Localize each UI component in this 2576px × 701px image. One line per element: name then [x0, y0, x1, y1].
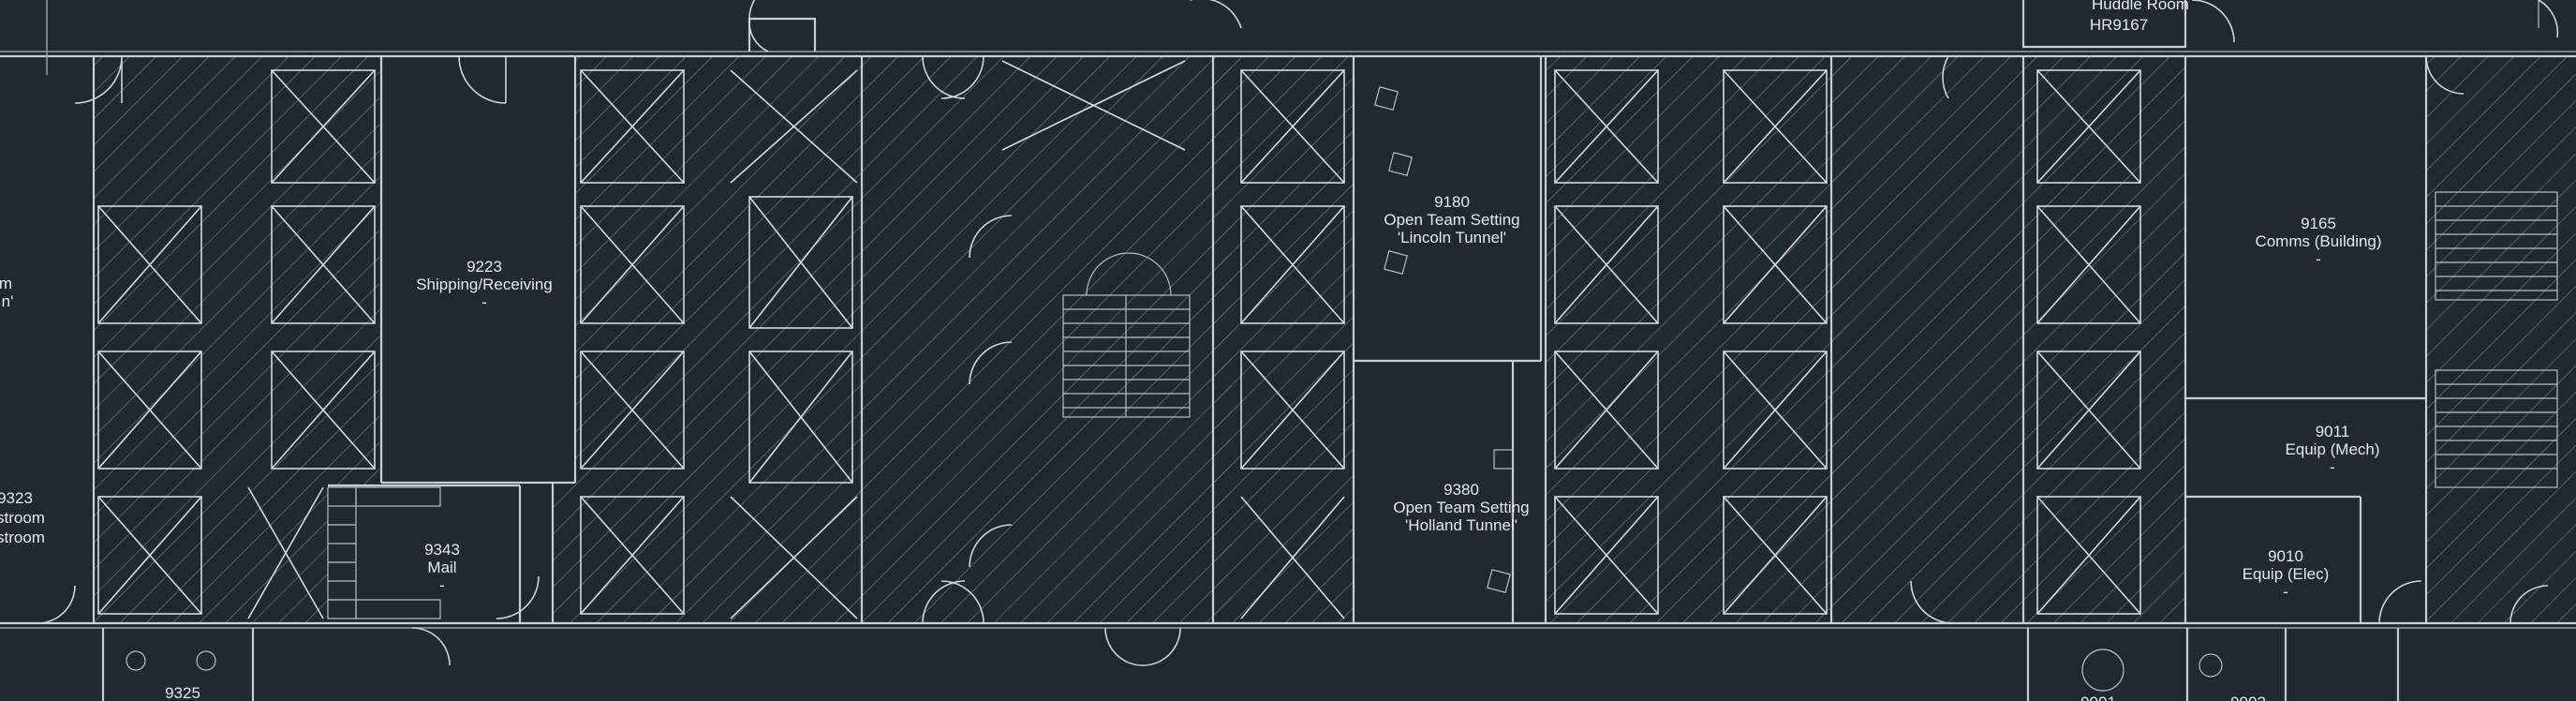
- room-fills: [0, 56, 2426, 623]
- room-label-9325: 9325: [165, 684, 200, 701]
- fixtures: [126, 86, 2223, 692]
- room-label-9001: 9001: [2080, 694, 2116, 701]
- room-label-9002: 9002: [2230, 694, 2266, 701]
- stairs: [327, 191, 2558, 619]
- doors: [37, 0, 2559, 666]
- elevator-shafts: [97, 60, 2141, 619]
- hatched-shaft-areas: [94, 56, 2576, 623]
